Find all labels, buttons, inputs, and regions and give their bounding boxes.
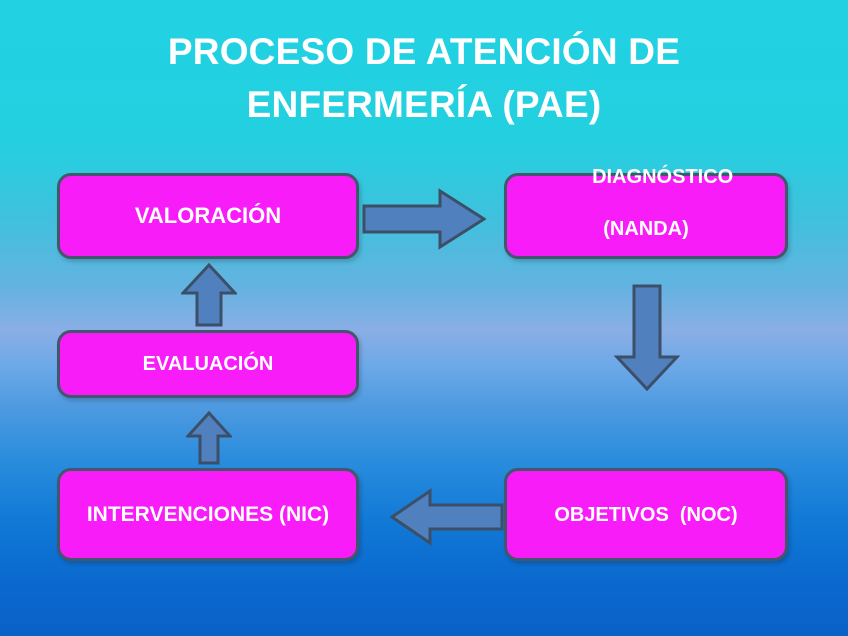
process-box-intervenciones[interactable]: INTERVENCIONES (NIC) xyxy=(57,468,359,561)
arrow-right-icon xyxy=(362,188,486,250)
process-box-valoracion-label: VALORACIÓN xyxy=(134,202,282,228)
process-box-objetivos[interactable]: OBJETIVOS (NOC) xyxy=(504,468,788,561)
process-box-valoracion[interactable]: VALORACIÓN xyxy=(57,173,359,259)
process-box-evaluacion[interactable]: EVALUACIÓN xyxy=(57,330,359,398)
arrow-up-icon xyxy=(181,263,237,327)
process-box-diagnostico-label-line-1: DIAGNÓSTICO xyxy=(592,166,734,188)
process-box-diagnostico[interactable]: DIAGNÓSTICO (NANDA) xyxy=(504,166,788,259)
page-title: PROCESO DE ATENCIÓN DE ENFERMERÍA (PAE) xyxy=(0,26,848,131)
process-box-intervenciones-label: INTERVENCIONES (NIC) xyxy=(86,502,330,526)
page-title-line-1: PROCESO DE ATENCIÓN DE xyxy=(167,31,681,72)
process-box-diagnostico-label: DIAGNÓSTICO (NANDA) xyxy=(559,138,733,294)
page-title-line-2: ENFERMERÍA (PAE) xyxy=(246,83,602,125)
arrow-left-icon xyxy=(390,488,504,546)
process-box-objetivos-label: OBJETIVOS (NOC) xyxy=(554,503,738,526)
process-box-evaluacion-label: EVALUACIÓN xyxy=(142,353,274,375)
arrow-down-icon xyxy=(614,284,680,392)
process-box-diagnostico-label-line-2: (NANDA) xyxy=(603,218,689,240)
arrow-up-icon xyxy=(186,411,232,465)
